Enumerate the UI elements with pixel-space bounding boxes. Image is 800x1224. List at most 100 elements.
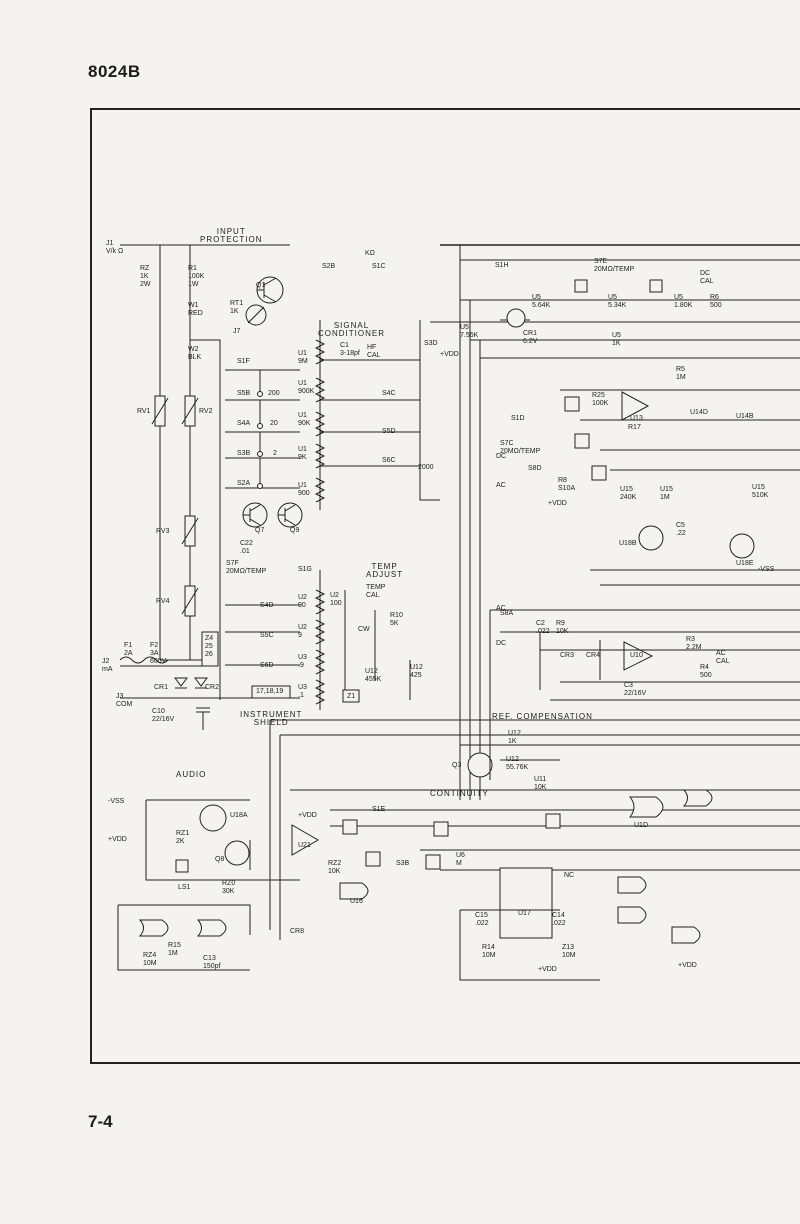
- label-rv3: RV3: [156, 528, 170, 535]
- label-dc-cal: DC CAL: [700, 270, 714, 285]
- label-r9: R9 10K: [556, 620, 569, 635]
- label-w2: W2 BLK: [188, 346, 202, 361]
- label-r10: R10 5K: [390, 612, 403, 627]
- label-s5b: S5B: [237, 390, 251, 397]
- label-u18b: U18B: [619, 540, 637, 547]
- label-s1f: S1F: [237, 358, 250, 365]
- label-input-protection: INPUT PROTECTION: [200, 227, 263, 244]
- label-cr1: CR1: [154, 684, 169, 691]
- label-u15-510k: U15 510K: [752, 484, 769, 499]
- audio-oscillator-wiring: [117, 799, 600, 981]
- label-r3: R3 2.2M: [686, 636, 702, 651]
- label-z4: Z4 25 26: [205, 635, 214, 658]
- label-rz1: RZ1 2K: [176, 830, 190, 845]
- transistor-q8: [224, 840, 250, 866]
- label-r-2000: 2000: [418, 464, 434, 471]
- diode-cr2: [194, 677, 208, 689]
- label-r-20: 20: [270, 420, 278, 427]
- label-u2-100: U2 100: [330, 592, 342, 607]
- label-rz: RZ 1K 2W: [140, 265, 151, 288]
- label-ac-2: AC: [496, 605, 506, 612]
- label-r17: R17: [628, 424, 641, 431]
- label-vdd-2: +VDD: [548, 500, 567, 507]
- thermistor-rt1: [245, 304, 267, 326]
- label-r15: R15 1M: [168, 942, 181, 957]
- gate-u16-a: [339, 882, 369, 900]
- divider-chain-u1: [314, 320, 440, 510]
- label-r6: R6 500: [710, 294, 722, 309]
- label-s1e: S1E: [372, 806, 386, 813]
- label-z17: 17,18,19: [256, 688, 284, 695]
- label-ls1: LS1: [178, 884, 191, 891]
- label-q3: Q3: [452, 762, 462, 769]
- label-q8: Q8: [215, 856, 225, 863]
- label-rt1: RT1 1K: [230, 300, 244, 315]
- label-c2: C2 .022: [536, 620, 550, 635]
- label-s4d: S4D: [260, 602, 274, 609]
- label-u12-5576k: U12 55.76K: [506, 756, 529, 771]
- upper-right-signal-path: [430, 244, 800, 800]
- gate-u1d-left: [138, 919, 169, 937]
- label-s5c: S5C: [260, 632, 274, 639]
- label-j2: J2 mA: [102, 658, 113, 673]
- label-u5-564k: U5 5.64K: [532, 294, 551, 309]
- label-u10: U10: [630, 652, 643, 659]
- label-s1d: S1D: [511, 415, 525, 422]
- label-u21: U21: [298, 842, 311, 849]
- label-vss-2: -VSS: [108, 798, 125, 805]
- label-u16: U16: [350, 898, 363, 905]
- varistor-rv4: [181, 585, 199, 617]
- label-c3: C3 22/16V: [624, 682, 647, 697]
- gate-u1d: [682, 789, 713, 807]
- label-cr3: CR3: [560, 652, 575, 659]
- label-q9: Q9: [290, 527, 300, 534]
- label-u15-1m: U15 1M: [660, 486, 673, 501]
- label-u18a: U18A: [230, 812, 248, 819]
- label-r8: R8 S10A: [558, 477, 576, 492]
- label-u6: U6 M: [456, 852, 465, 867]
- label-ac-1: AC: [496, 482, 506, 489]
- label-u11-10k: U11 10K: [534, 776, 547, 791]
- label-f2: F2 3A 600V: [150, 642, 167, 665]
- label-r-2: 2: [273, 450, 277, 457]
- label-u17: U17: [518, 910, 531, 917]
- label-u12-1k: U12 1K: [508, 730, 521, 745]
- switch-decks-left: [225, 369, 300, 489]
- ref-and-continuity-wiring: [269, 719, 800, 940]
- label-s2a: S2A: [237, 480, 251, 487]
- label-s5d: S5D: [382, 428, 396, 435]
- label-cr4: CR4: [586, 652, 601, 659]
- label-rz2: RZ2 10K: [328, 860, 342, 875]
- label-dc-1: DC: [496, 453, 507, 460]
- label-s4a: S4A: [237, 420, 251, 427]
- gate-u16-c: [617, 906, 647, 924]
- transistor-u18a: [199, 804, 227, 832]
- schematic-frame: [90, 108, 800, 1064]
- label-s6c: S6C: [382, 457, 396, 464]
- label-vdd-6: +VDD: [678, 962, 697, 969]
- transistor-q1: [256, 276, 284, 304]
- gate-u16-b: [617, 876, 647, 894]
- varistor-rv1: [151, 395, 169, 427]
- label-rz0: RZ0 30K: [222, 880, 236, 895]
- label-s7f: S7F 20MΩ/TEMP: [226, 560, 267, 575]
- transistor-q7: [242, 502, 268, 528]
- label-cr8: CR8: [290, 928, 305, 935]
- label-rv4: RV4: [156, 598, 170, 605]
- label-c1: C1 3-18pf: [340, 342, 360, 357]
- label-u5-180k: U5 1.80K: [674, 294, 693, 309]
- label-r14: R14 10M: [482, 944, 496, 959]
- label-u14d: U14D: [690, 409, 708, 416]
- label-s7e: S7E 20MΩ/TEMP: [594, 258, 635, 273]
- label-u5-755k: U5 7.55K: [460, 324, 479, 339]
- gate-u1d-right: [196, 919, 227, 937]
- label-u12-425: U12 425: [410, 664, 423, 679]
- label-u5-1k: U5 1K: [612, 332, 621, 347]
- label-dc-2: DC: [496, 640, 507, 647]
- label-s1c: S1C: [372, 263, 386, 270]
- capacitor-c10: [196, 707, 210, 730]
- label-audio: AUDIO: [176, 770, 207, 779]
- label-q7: Q7: [255, 527, 265, 534]
- speaker-ls1: [175, 859, 189, 873]
